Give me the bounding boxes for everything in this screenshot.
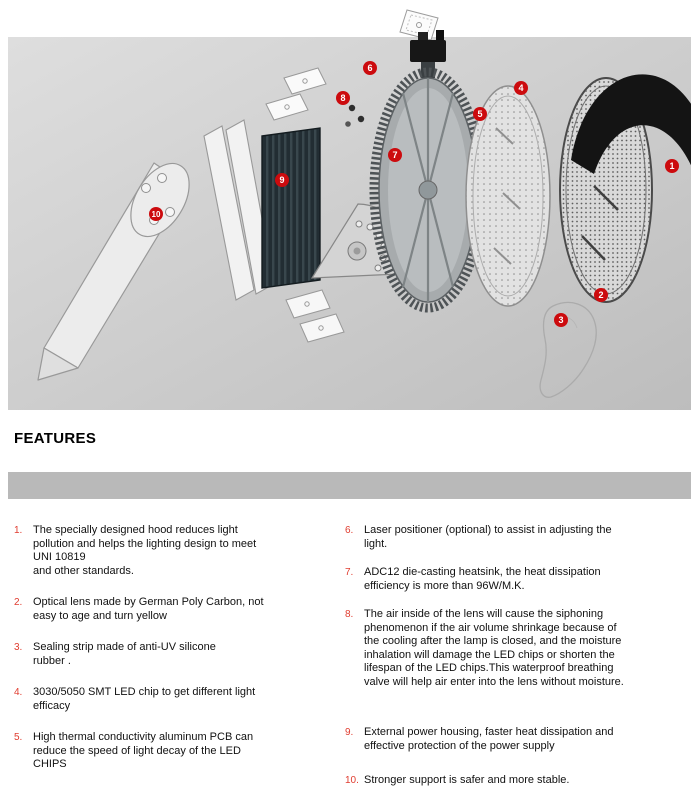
features-column-left: 1. The specially designed hood reduces l… (14, 524, 336, 788)
part-marker-9-label: 9 (279, 175, 284, 185)
part-marker-5-circle (473, 107, 487, 121)
part-marker-1-circle (665, 159, 679, 173)
diagram-markers: 1 2 3 4 5 6 7 8 9 10 (149, 61, 679, 327)
part-marker-8-label: 8 (340, 93, 345, 103)
part-marker-1-label: 1 (669, 161, 674, 171)
feature-text: 3030/5050 SMT LED chip to get different … (33, 686, 256, 712)
feature-item-7: 7. ADC12 die-casting heatsink, the heat … (345, 566, 692, 593)
part-marker-2-label: 2 (598, 290, 603, 300)
features-heading: FEATURES (14, 430, 97, 447)
feature-number: 8. (345, 609, 354, 620)
heatsink-disc-part (369, 67, 487, 313)
feature-text: External power housing, faster heat diss… (364, 726, 614, 752)
power-housing-part (261, 127, 321, 289)
part-marker-9-circle (275, 173, 289, 187)
feature-number: 9. (345, 727, 354, 738)
feature-text: Stronger support is safer and more stabl… (364, 774, 570, 786)
feature-text: Optical lens made by German Poly Carbon,… (33, 596, 264, 622)
feature-number: 5. (14, 732, 23, 743)
feature-text: Laser positioner (optional) to assist in… (364, 524, 612, 550)
hood-part (571, 74, 691, 174)
feature-text: The air inside of the lens will cause th… (364, 608, 624, 688)
feature-number: 4. (14, 687, 23, 698)
part-marker-10-label: 10 (152, 210, 161, 219)
part-marker-5-label: 5 (477, 109, 482, 119)
feature-text: High thermal conductivity aluminum PCB c… (33, 731, 254, 770)
feature-item-8: 8. The air inside of the lens will cause… (345, 608, 692, 689)
part-marker-4-circle (514, 81, 528, 95)
feature-item-2: 2. Optical lens made by German Poly Carb… (14, 596, 336, 623)
part-marker-7-label: 7 (392, 150, 397, 160)
feature-number: 1. (14, 525, 23, 536)
feature-item-1: 1. The specially designed hood reduces l… (14, 524, 336, 578)
feature-item-9: 9. External power housing, faster heat d… (345, 726, 692, 753)
gasket-plates-part (265, 67, 365, 127)
section-divider-bar (8, 472, 691, 499)
part-marker-3-label: 3 (558, 315, 563, 325)
feature-text: The specially designed hood reduces ligh… (33, 524, 257, 577)
feature-item-6: 6. Laser positioner (optional) to assist… (345, 524, 692, 551)
pcb-disc-part (465, 85, 551, 307)
feature-text: ADC12 die-casting heatsink, the heat dis… (364, 566, 601, 592)
part-marker-8-circle (336, 91, 350, 105)
feature-text: Sealing strip made of anti-UV silicone r… (33, 641, 216, 667)
feature-number: 2. (14, 597, 23, 608)
feature-item-10: 10. Stronger support is safer and more s… (345, 774, 692, 788)
feature-item-4: 4. 3030/5050 SMT LED chip to get differe… (14, 686, 336, 713)
part-marker-4-label: 4 (518, 83, 523, 93)
features-column-right: 6. Laser positioner (optional) to assist… (345, 524, 692, 788)
feature-item-5: 5. High thermal conductivity aluminum PC… (14, 731, 336, 772)
part-marker-7-circle (388, 148, 402, 162)
part-marker-6-label: 6 (367, 63, 372, 73)
feature-number: 10. (345, 775, 359, 786)
feature-item-3: 3. Sealing strip made of anti-UV silicon… (14, 641, 336, 668)
part-marker-2-circle (594, 288, 608, 302)
features-list: 1. The specially designed hood reduces l… (14, 524, 692, 788)
feature-number: 7. (345, 567, 354, 578)
feature-number: 6. (345, 525, 354, 536)
part-marker-6-circle (363, 61, 377, 75)
lower-plates-part (285, 289, 345, 343)
exploded-diagram: 1 2 3 4 5 6 7 8 9 10 (8, 9, 691, 410)
part-marker-10-circle (149, 207, 163, 221)
feature-number: 3. (14, 642, 23, 653)
laser-positioner-part (399, 9, 446, 78)
part-marker-3-circle (554, 313, 568, 327)
